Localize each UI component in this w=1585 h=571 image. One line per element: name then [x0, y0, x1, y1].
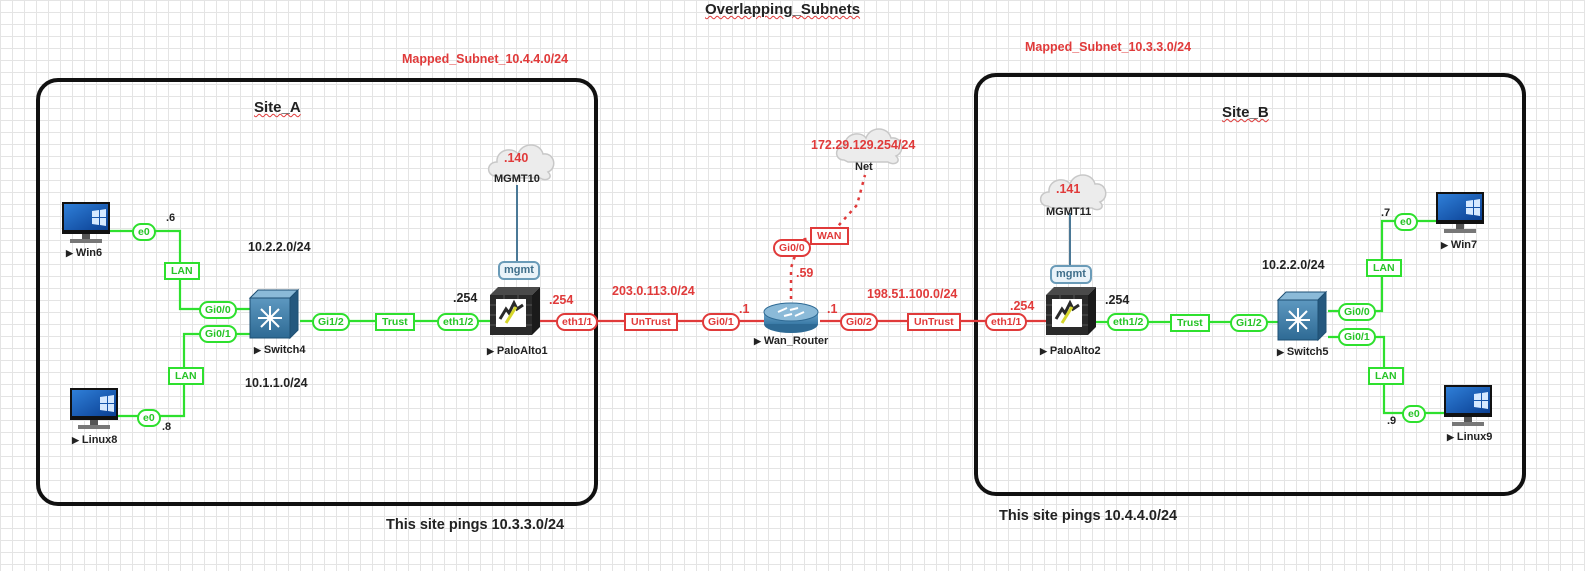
paloalto2-eth11-port[interactable]: eth1/1: [985, 313, 1028, 331]
win6-host-addr: .6: [166, 212, 176, 224]
paloalto1-name: PaloAlto1: [496, 345, 548, 357]
site-a-trust-label: Trust: [375, 313, 415, 331]
mgmt11-host: .141: [1056, 182, 1081, 196]
paloalto1-mgmt-port[interactable]: mgmt: [498, 261, 540, 280]
win6-monitor-icon[interactable]: [62, 202, 110, 243]
expand-triangle-icon: ▶: [1277, 347, 1284, 357]
diagram-title: Overlapping_Subnets: [705, 1, 861, 18]
router-right-host: .1: [827, 302, 838, 316]
switch4-gi12-port[interactable]: Gi1/2: [312, 313, 350, 331]
win6-label[interactable]: ▶Win6: [66, 247, 102, 259]
router-gi00-port[interactable]: Gi0/0: [773, 239, 811, 257]
switch5-gi00-port[interactable]: Gi0/0: [1338, 303, 1376, 321]
switch4-label[interactable]: ▶Switch4: [254, 344, 306, 356]
wan-router-name: Wan_Router: [763, 335, 829, 347]
paloalto2-name: PaloAlto2: [1049, 345, 1101, 357]
paloalto1-inside-host: .254: [453, 291, 478, 305]
net-subnet: 172.29.129.254/24: [811, 138, 916, 152]
site-b-note: This site pings 10.4.4.0/24: [999, 508, 1178, 524]
expand-triangle-icon: ▶: [1040, 346, 1047, 356]
switch4-gi01-port[interactable]: Gi0/1: [199, 325, 237, 343]
site-a-lan-top-label: LAN: [164, 262, 200, 280]
paloalto2-eth12-port[interactable]: eth1/2: [1107, 313, 1150, 331]
linux8-label[interactable]: ▶Linux8: [72, 434, 117, 446]
wan-right-untrust-label: UnTrust: [907, 313, 961, 331]
site-b-box: [974, 73, 1526, 496]
linux9-e0-port[interactable]: e0: [1402, 405, 1426, 423]
mgmt11-label[interactable]: MGMT11: [1046, 206, 1092, 218]
switch5-gi12-port[interactable]: Gi1/2: [1230, 314, 1268, 332]
switch4-name: Switch4: [263, 344, 306, 356]
router-gi01-port[interactable]: Gi0/1: [702, 313, 740, 331]
site-a-box: [36, 78, 598, 506]
net-wan-label: WAN: [810, 227, 849, 245]
mgmt10-host: .140: [504, 151, 529, 165]
site-b-trust-label: Trust: [1170, 314, 1210, 332]
switch5-label[interactable]: ▶Switch5: [1277, 346, 1329, 358]
win7-name: Win7: [1450, 239, 1478, 251]
site-b-lan-bottom-label: LAN: [1368, 367, 1404, 385]
linux9-name: Linux9: [1456, 431, 1493, 443]
site-b-subnet: 10.2.2.0/24: [1262, 258, 1325, 272]
expand-triangle-icon: ▶: [487, 346, 494, 356]
mgmt10-label[interactable]: MGMT10: [494, 173, 540, 185]
site-b-lan-top-label: LAN: [1366, 259, 1402, 277]
site-a-subnet-top: 10.2.2.0/24: [248, 240, 311, 254]
paloalto1-label[interactable]: ▶PaloAlto1: [487, 345, 548, 357]
linux9-monitor-icon[interactable]: [1444, 385, 1492, 426]
paloalto1-outside-host: .254: [549, 293, 574, 307]
expand-triangle-icon: ▶: [1447, 432, 1454, 442]
wan-router-label[interactable]: ▶Wan_Router: [754, 335, 828, 347]
switch4-gi00-port[interactable]: Gi0/0: [199, 301, 237, 319]
router-gi02-port[interactable]: Gi0/2: [840, 313, 878, 331]
wan-left-subnet: 203.0.113.0/24: [612, 284, 695, 298]
router-left-host: .1: [739, 302, 750, 316]
paloalto2-mgmt-port[interactable]: mgmt: [1050, 265, 1092, 284]
wan-router-icon[interactable]: [763, 302, 819, 334]
paloalto1-eth12-port[interactable]: eth1/2: [437, 313, 480, 331]
linux8-monitor-icon[interactable]: [70, 388, 118, 429]
win7-host-addr: .7: [1381, 207, 1391, 219]
link-router-net: [789, 174, 867, 299]
linux8-name: Linux8: [81, 434, 118, 446]
net-label[interactable]: Net: [855, 161, 873, 173]
switch5-name: Switch5: [1286, 346, 1329, 358]
paloalto2-firewall-icon[interactable]: [1044, 285, 1098, 337]
win7-label[interactable]: ▶Win7: [1441, 239, 1477, 251]
site-b-label: Site_B: [1222, 104, 1269, 121]
expand-triangle-icon: ▶: [254, 345, 261, 355]
site-b-mapped-subnet: Mapped_Subnet_10.3.3.0/24: [1025, 40, 1192, 54]
expand-triangle-icon: ▶: [754, 336, 761, 346]
linux9-label[interactable]: ▶Linux9: [1447, 431, 1492, 443]
linux8-host-addr: .8: [162, 421, 172, 433]
win7-monitor-icon[interactable]: [1436, 192, 1484, 233]
win6-name: Win6: [75, 247, 103, 259]
router-top-host: .59: [796, 266, 814, 280]
paloalto2-label[interactable]: ▶PaloAlto2: [1040, 345, 1101, 357]
paloalto2-inside-host: .254: [1105, 293, 1130, 307]
expand-triangle-icon: ▶: [72, 435, 79, 445]
site-a-lan-bottom-label: LAN: [168, 367, 204, 385]
switch5-gi01-port[interactable]: Gi0/1: [1338, 328, 1376, 346]
wan-right-subnet: 198.51.100.0/24: [867, 287, 958, 301]
site-a-label: Site_A: [254, 99, 301, 116]
site-a-subnet-bottom: 10.1.1.0/24: [245, 376, 308, 390]
switch4-icon[interactable]: [249, 289, 299, 339]
win7-e0-port[interactable]: e0: [1394, 213, 1418, 231]
linux9-host-addr: .9: [1387, 415, 1397, 427]
wan-left-untrust-label: UnTrust: [624, 313, 678, 331]
paloalto1-firewall-icon[interactable]: [488, 285, 542, 337]
site-a-note: This site pings 10.3.3.0/24: [386, 517, 565, 533]
expand-triangle-icon: ▶: [1441, 240, 1448, 250]
win6-e0-port[interactable]: e0: [132, 223, 156, 241]
site-a-mapped-subnet: Mapped_Subnet_10.4.4.0/24: [402, 52, 569, 66]
paloalto2-outside-host: .254: [1010, 299, 1035, 313]
switch5-icon[interactable]: [1277, 291, 1327, 341]
expand-triangle-icon: ▶: [66, 248, 73, 258]
linux8-e0-port[interactable]: e0: [137, 409, 161, 427]
paloalto1-eth11-port[interactable]: eth1/1: [556, 313, 599, 331]
